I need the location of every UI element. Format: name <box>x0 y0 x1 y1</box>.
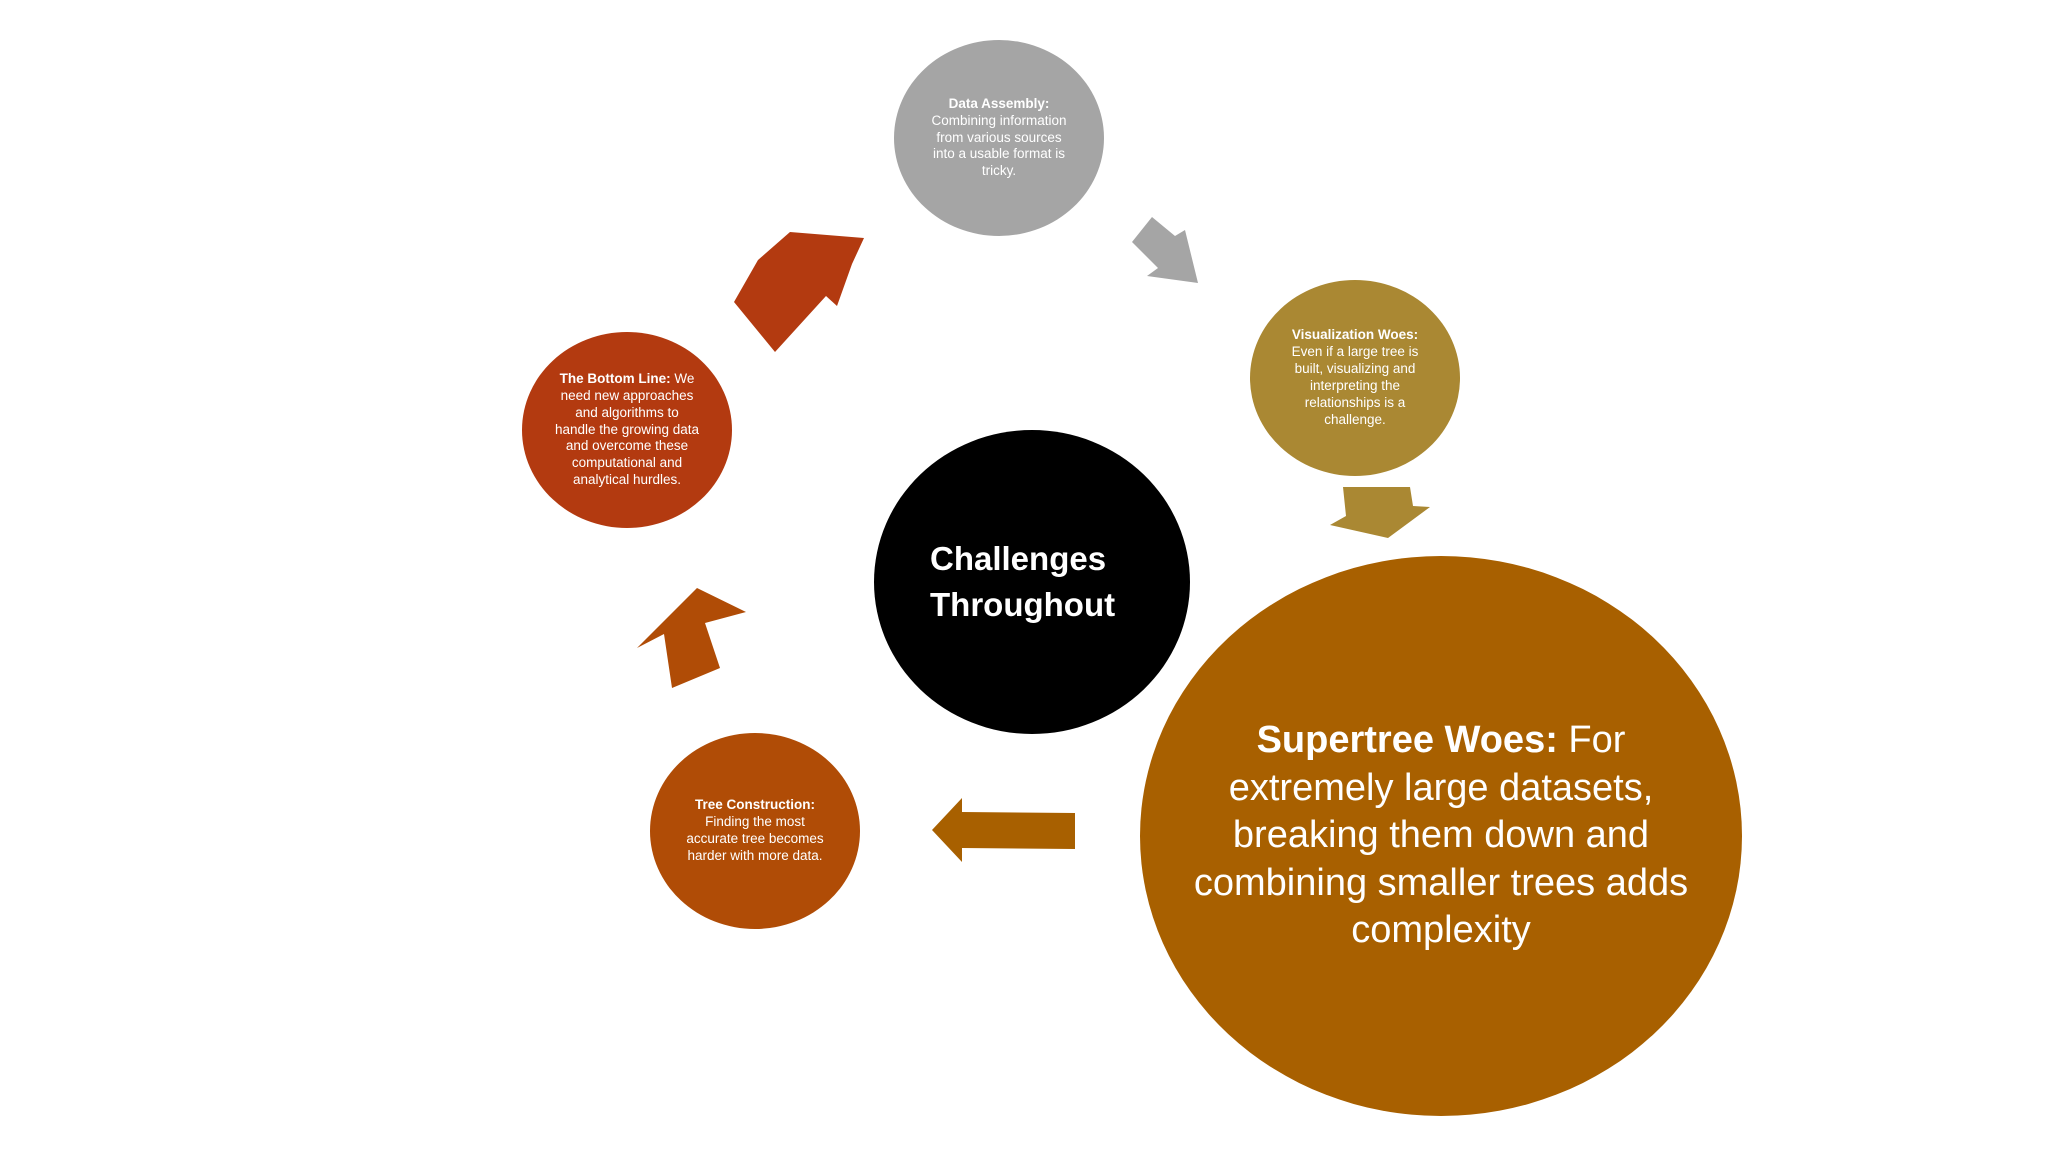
arrow-supertree-to-tree <box>932 798 1075 862</box>
arrow-visualization-to-supertree <box>1330 487 1430 538</box>
center-node: Challenges Throughout <box>874 430 1190 734</box>
arrow-data-to-visualization <box>1132 217 1198 283</box>
node-data-assembly: Data Assembly: Combining information fro… <box>894 40 1104 236</box>
node-bottom-line-body: We need new approaches and algorithms to… <box>554 370 700 488</box>
node-tree-construction: Tree Construction: Finding the most accu… <box>650 733 860 929</box>
node-bottom-line: The Bottom Line: We need new approaches … <box>522 332 732 528</box>
node-supertree-heading: Supertree Woes: <box>1256 719 1558 762</box>
node-bottom-line-text: The Bottom Line: We need new approaches … <box>554 371 700 489</box>
node-visualization: Visualization Woes: Even if a large tree… <box>1250 280 1460 476</box>
node-data-assembly-text: Data Assembly: Combining information fro… <box>930 96 1068 180</box>
node-supertree-body: For extremely large datasets, breaking t… <box>1193 719 1689 952</box>
node-visualization-body: Even if a large tree is built, visualizi… <box>1291 344 1419 427</box>
node-visualization-heading: Visualization Woes: <box>1291 327 1419 343</box>
arrow-tree-to-bottom <box>637 588 746 688</box>
node-tree-construction-body: Finding the most accurate tree becomes h… <box>686 814 824 863</box>
node-visualization-text: Visualization Woes: Even if a large tree… <box>1284 327 1426 428</box>
node-supertree-text: Supertree Woes: For extremely large data… <box>1190 717 1692 955</box>
node-bottom-line-heading: The Bottom Line: <box>559 370 671 386</box>
arrow-bottom-to-data <box>734 232 864 352</box>
node-supertree: Supertree Woes: For extremely large data… <box>1140 556 1742 1116</box>
node-tree-construction-heading: Tree Construction: <box>694 797 815 813</box>
node-data-assembly-heading: Data Assembly: <box>948 95 1050 111</box>
node-tree-construction-text: Tree Construction: Finding the most accu… <box>684 797 826 865</box>
center-title: Challenges Throughout <box>930 539 1116 623</box>
node-data-assembly-body: Combining information from various sourc… <box>931 112 1067 179</box>
